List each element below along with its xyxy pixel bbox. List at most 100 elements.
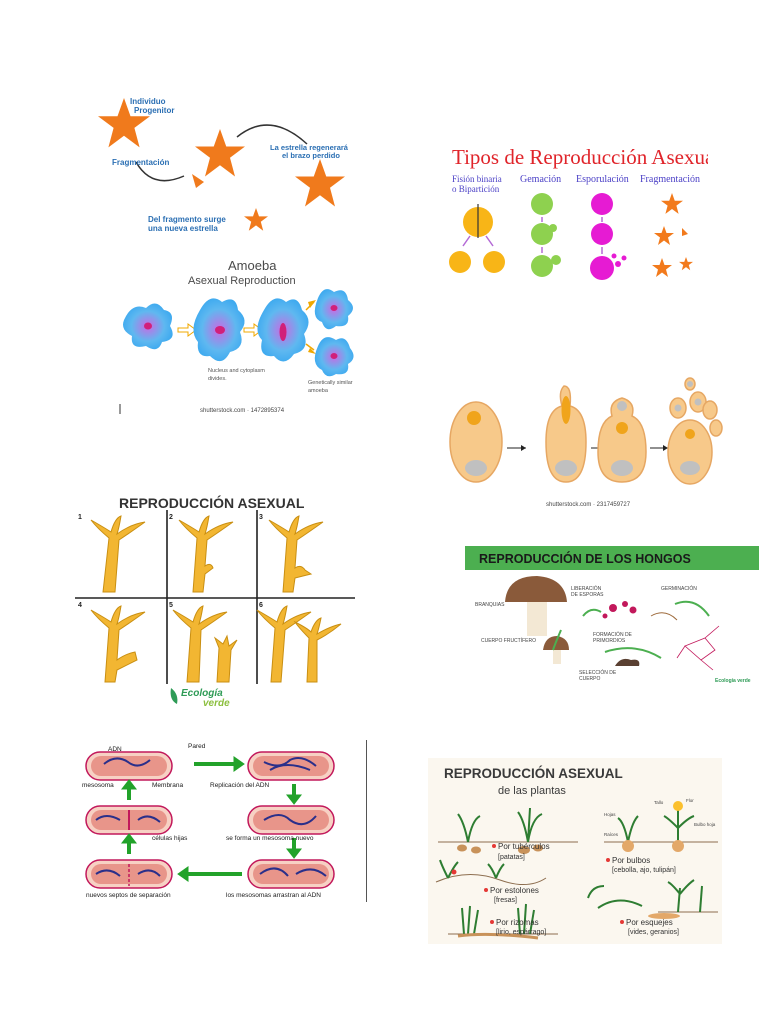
amoeba-subtitle: Asexual Reproduction	[188, 275, 296, 287]
fragmentation-label: Fragmentación	[112, 158, 169, 167]
formacion-label-2: PRIMORDIOS	[593, 638, 626, 644]
fragmentacion-label: Fragmentación	[640, 174, 700, 185]
yeast-budding-figure: shutterstock.com · 2317459727	[446, 370, 732, 510]
fision-daughter-1	[449, 251, 471, 273]
amoeba-figure: Amoeba Asexual Reproduction Nucleus and …	[118, 250, 368, 420]
estolones-examples: [fresas]	[494, 897, 517, 904]
hongos-logo: Ecología verde	[715, 678, 751, 684]
membrana-label: Membrana	[152, 782, 183, 789]
esqueje-plants-icon	[587, 879, 718, 919]
amoeba-credit: shutterstock.com · 1472895374	[200, 408, 285, 414]
bacteria-fission-figure: ADN Pared mesosoma Membrana Replicación …	[76, 740, 367, 902]
hydra-panel-1-num: 1	[78, 514, 82, 521]
hydra-figures	[90, 515, 342, 683]
yeast-credit: shutterstock.com · 2317459727	[546, 502, 631, 508]
replicacion-label: Replicación del ADN	[210, 782, 270, 789]
bulbo-part-raices: Raíces	[604, 832, 619, 837]
amoeba-title: Amoeba	[228, 258, 277, 273]
branquias-label: BRANQUIAS	[475, 602, 505, 608]
bulbo-plants-icon	[604, 801, 718, 852]
hydra-budding-figure: REPRODUCCIÓN ASEXUAL 1 2 3 4 5 6 Ecologí…	[75, 488, 355, 710]
plantas-subtitle: de las plantas	[498, 785, 566, 797]
tipos-reproduccion-figure: Tipos de Reproducción Asexual Fisión bin…	[446, 138, 708, 290]
adn-label: ADN	[108, 746, 122, 753]
estolon-plants-icon	[435, 859, 547, 885]
forma-label: se forma un mesosoma nuevo	[226, 835, 314, 842]
rizomas-label: Por rizomas	[496, 918, 539, 927]
mycelium-icon	[676, 625, 720, 671]
gemacion-cell-1	[531, 193, 553, 215]
starfish-fragment-icon	[192, 174, 204, 188]
esporulacion-label: Esporulación	[576, 174, 629, 185]
mushroom-large-icon	[505, 576, 567, 636]
hydra-panel-4-num: 4	[78, 602, 82, 609]
liberacion-label-1: LIBERACIÓN	[571, 585, 602, 592]
hongos-title-bar	[465, 546, 759, 570]
logo-word-1: Ecología	[181, 688, 223, 699]
bulbo-part-bulbo-hoja: Bulbo hoja	[694, 822, 716, 827]
mesosoma-label: mesosoma	[82, 782, 114, 789]
bulbo-part-flor: Flor	[686, 798, 694, 803]
plantas-title: REPRODUCCIÓN ASEXUAL	[444, 766, 623, 781]
hydra-panel-3-num: 3	[259, 514, 263, 521]
amoeba-caption-2b: amoeba	[308, 388, 329, 394]
hongos-title: REPRODUCCIÓN DE LOS HONGOS	[479, 551, 691, 566]
bulbo-part-hojas: Hojas	[604, 812, 616, 817]
ecologia-verde-logo: Ecología verde	[170, 688, 230, 709]
seleccion-label-1: SELECCIÓN DE	[579, 669, 617, 676]
starfish-regenerated-icon	[295, 159, 345, 207]
new-star-label-1: Del fragmento surge	[148, 215, 226, 224]
fision-label-2: o Bipartición	[452, 184, 500, 194]
yeast-cell-3	[597, 397, 647, 483]
tipos-title: Tipos de Reproducción Asexual	[452, 145, 708, 169]
plantas-figure: REPRODUCCIÓN ASEXUAL de las plantas Por …	[428, 758, 722, 944]
arrastran-label: los mesosomas arrastran al ADN	[226, 892, 321, 899]
hydra-panel-2-num: 2	[169, 514, 173, 521]
hongos-figure: REPRODUCCIÓN DE LOS HONGOS BRANQUIAS LIB…	[465, 546, 759, 686]
pared-label: Pared	[188, 743, 206, 750]
starfish-fragmentation-figure: Individuo Progenitor Fragmentación La es…	[92, 92, 368, 238]
amoeba-caption-1a: Nucleus and cytoplasm	[208, 368, 265, 374]
gemacion-label: Gemación	[520, 174, 561, 185]
rizomas-examples: [lirio, espárrago]	[496, 929, 546, 936]
yeast-cell-1	[449, 401, 503, 483]
cycle-arrows	[120, 756, 303, 882]
tuberculos-label: Por tubérculos	[498, 842, 550, 851]
starfish-parent-label-2: Progenitor	[134, 106, 174, 115]
esporulacion-cell-3	[590, 256, 614, 280]
bulbos-examples: [cebolla, ajo, tulipán]	[612, 867, 676, 874]
liberacion-label-2: DE ESPORAS	[571, 592, 604, 598]
regen-label-1: La estrella regenerará	[270, 143, 349, 152]
estolones-label: Por estolones	[490, 886, 539, 895]
esquejes-label: Por esquejes	[626, 918, 673, 927]
tuberculo-plants-icon	[438, 807, 578, 854]
regen-label-2: el brazo perdido	[282, 151, 340, 160]
rizoma-plants-icon	[448, 903, 558, 940]
spores-icon	[602, 601, 637, 619]
bulbos-label: Por bulbos	[612, 856, 650, 865]
fragmentacion-stars	[652, 193, 693, 277]
hydra-panel-5-num: 5	[169, 602, 173, 609]
esporulacion-cell-2	[591, 223, 613, 245]
tuberculos-examples: [patatas]	[498, 854, 525, 861]
gemacion-cell-3	[531, 255, 553, 277]
fision-daughter-2	[483, 251, 505, 273]
starfish-new-icon	[244, 208, 268, 231]
formacion-label-1: FORMACIÓN DE	[593, 631, 633, 638]
fision-label-1: Fisión binaria	[452, 174, 502, 184]
esquejes-examples: [vides, geranios]	[628, 929, 679, 936]
starfish-parent-label-1: Individuo	[130, 97, 166, 106]
hydra-title: REPRODUCCIÓN ASEXUAL	[119, 494, 305, 511]
germinacion-label: GERMINACIÓN	[661, 585, 697, 592]
bulbo-part-tallo: Tallo	[654, 800, 664, 805]
bacterium-1	[85, 751, 173, 781]
hydra-panel-6-num: 6	[259, 602, 263, 609]
amoeba-caption-1b: divides.	[208, 376, 227, 382]
esporulacion-cell-1	[591, 193, 613, 215]
yeast-cell-4	[667, 377, 723, 485]
seleccion-label-2: CUERPO	[579, 676, 601, 682]
amoeba-caption-2a: Genetically similar	[308, 380, 353, 386]
septos-label: nuevos septos de separación	[86, 892, 171, 899]
logo-word-2: verde	[203, 698, 230, 709]
cuerpo-label: CUERPO FRUCTÍFERO	[481, 637, 536, 644]
